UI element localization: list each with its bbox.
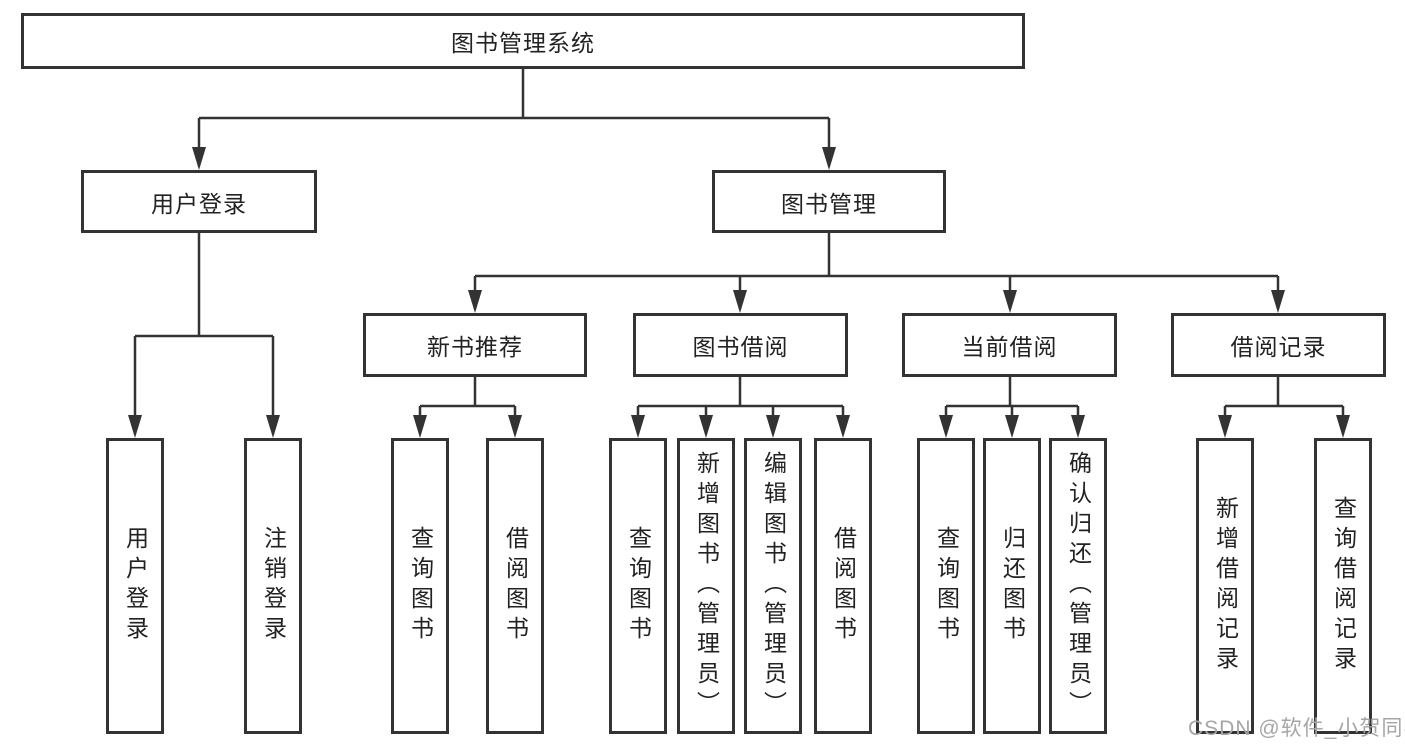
node-add-book-admin: 新增图书（管理员） <box>677 438 735 734</box>
node-confirm-return-admin: 确认归还（管理员） <box>1049 438 1107 734</box>
node-user-login-label: 用户登录 <box>151 190 247 217</box>
connector-root-to-level2 <box>197 69 831 166</box>
node-borrow-records: 借阅记录 <box>1171 313 1386 377</box>
node-book-management: 图书管理 <box>712 170 946 233</box>
node-book-management-label: 图书管理 <box>781 190 877 217</box>
node-book-borrowing: 图书借阅 <box>633 313 848 377</box>
node-library-system-label: 图书管理系统 <box>451 30 595 56</box>
connector-newbook-to-leaves <box>418 377 517 434</box>
node-edit-book-admin-label: 编辑图书（管理员） <box>760 451 787 721</box>
node-borrow-book-label: 借阅图书 <box>830 526 857 646</box>
node-borrow-book: 借阅图书 <box>814 438 872 734</box>
node-confirm-return-admin-label: 确认归还（管理员） <box>1065 451 1092 721</box>
node-query-borrow-record: 查询借阅记录 <box>1314 438 1372 734</box>
connector-records-to-leaves <box>1223 377 1345 434</box>
node-query-book: 查询图书 <box>609 438 667 734</box>
node-query-borrow-record-label: 查询借阅记录 <box>1330 496 1357 676</box>
node-query-book: 查询图书 <box>391 438 449 734</box>
node-query-book-label: 查询图书 <box>407 526 434 646</box>
node-query-book-label: 查询图书 <box>933 526 960 646</box>
node-query-book-label: 查询图书 <box>625 526 652 646</box>
node-logout: 注销登录 <box>244 438 302 734</box>
connector-current-to-leaves <box>944 377 1080 434</box>
node-user-login-leaf-label: 用户登录 <box>122 526 149 646</box>
node-return-book: 归还图书 <box>983 438 1041 734</box>
node-current-borrowing-label: 当前借阅 <box>961 334 1058 360</box>
node-add-borrow-record-label: 新增借阅记录 <box>1212 496 1239 676</box>
node-add-borrow-record: 新增借阅记录 <box>1196 438 1254 734</box>
node-user-login-leaf: 用户登录 <box>106 438 164 734</box>
connector-userlogin-to-leaves <box>133 233 275 434</box>
node-logout-label: 注销登录 <box>260 526 287 646</box>
node-query-book: 查询图书 <box>917 438 975 734</box>
csdn-watermark: CSDN @软件_小贺同学 <box>1188 717 1405 740</box>
node-library-system: 图书管理系统 <box>21 13 1025 69</box>
node-edit-book-admin: 编辑图书（管理员） <box>744 438 802 734</box>
node-book-borrowing-label: 图书借阅 <box>692 334 789 360</box>
node-new-book-recommend: 新书推荐 <box>363 313 587 377</box>
node-borrow-book-label: 借阅图书 <box>502 526 529 646</box>
node-current-borrowing: 当前借阅 <box>902 313 1117 377</box>
node-new-book-recommend-label: 新书推荐 <box>427 334 523 360</box>
node-add-book-admin-label: 新增图书（管理员） <box>693 451 720 721</box>
node-borrow-book: 借阅图书 <box>486 438 544 734</box>
connector-borrow-to-leaves <box>636 377 845 434</box>
node-return-book-label: 归还图书 <box>999 526 1026 646</box>
node-borrow-records-label: 借阅记录 <box>1230 334 1327 360</box>
node-user-login: 用户登录 <box>81 170 317 233</box>
connector-bookmgmt-to-level3 <box>473 233 1280 309</box>
